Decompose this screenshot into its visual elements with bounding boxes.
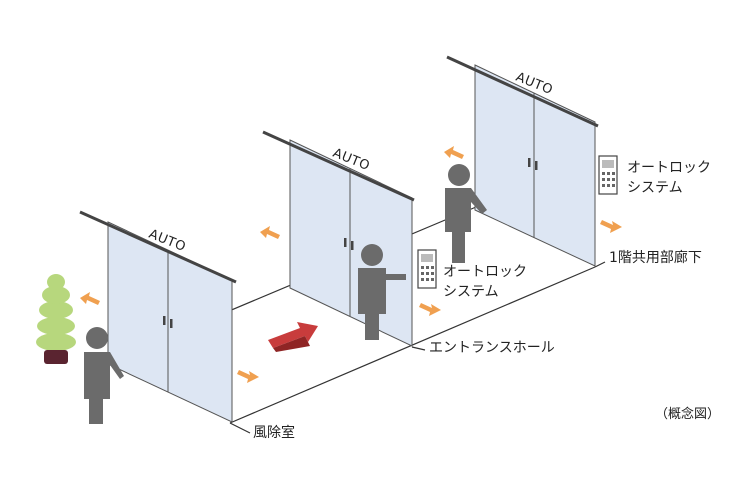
- arrow-icon: [600, 220, 622, 233]
- person-icon-back: [445, 164, 487, 263]
- arrow-icon: [237, 370, 259, 383]
- intercom-icon-right: [598, 155, 618, 195]
- person-icon-middle: [358, 244, 406, 340]
- arrow-icon: [419, 303, 441, 316]
- intercom-icon-middle: [417, 249, 437, 289]
- door-open-arrows: [80, 146, 622, 383]
- auto-door-middle: AUTO: [262, 130, 415, 347]
- entrance-hall-label: エントランスホール: [429, 340, 555, 356]
- arrow-icon: [444, 146, 464, 159]
- intercom-label-middle-line1: オートロック: [443, 264, 527, 280]
- intercom-label-right-line2: システム: [627, 180, 683, 196]
- plant-icon: [36, 274, 76, 364]
- arrow-icon: [260, 226, 280, 239]
- arrow-icon: [80, 292, 100, 305]
- auto-door-back: AUTO: [446, 55, 599, 267]
- intercom-label-middle-line2: システム: [443, 284, 499, 300]
- corridor-label: 1階共用部廊下: [609, 249, 702, 266]
- person-icon-front: [84, 327, 124, 424]
- entry-direction-arrow: [268, 322, 318, 352]
- intercom-label-right-line1: オートロック: [627, 160, 711, 176]
- windbreak-room-label: 風除室: [253, 424, 295, 441]
- concept-note: （概念図）: [655, 406, 720, 422]
